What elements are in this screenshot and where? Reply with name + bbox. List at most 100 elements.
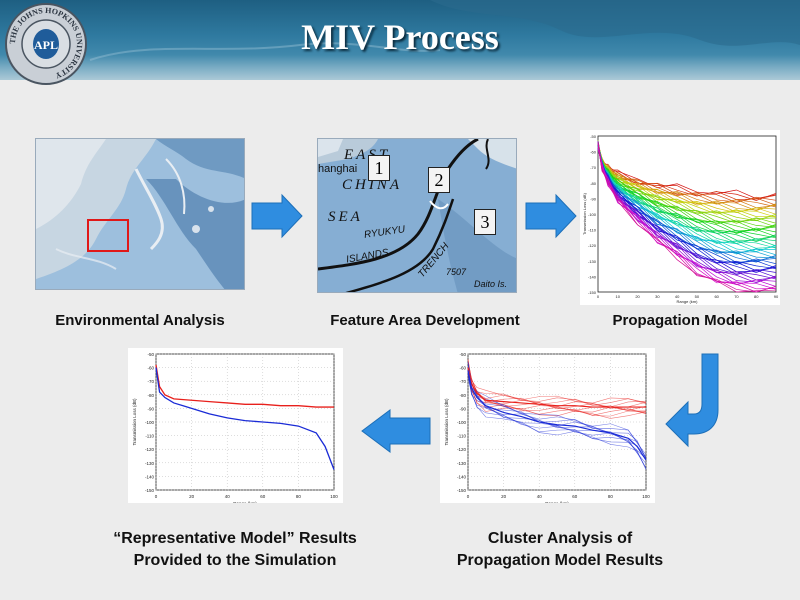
map-label-sea: SEA bbox=[328, 209, 363, 225]
environmental-map bbox=[35, 138, 245, 290]
x-axis-label: Range (km) bbox=[545, 501, 569, 503]
left-arrow-icon bbox=[361, 409, 431, 453]
y-tick-label: -80 bbox=[590, 181, 597, 186]
representative-model-plot: -50-60-70-80-90-100-110-120-130-140-1500… bbox=[132, 352, 338, 506]
x-tick-label: 100 bbox=[642, 494, 650, 499]
y-tick-label: -120 bbox=[457, 447, 467, 452]
map-label-daito: Daito Is. bbox=[474, 279, 508, 289]
x-tick-label: 50 bbox=[695, 294, 700, 299]
y-tick-label: -120 bbox=[145, 447, 155, 452]
series-line bbox=[597, 146, 777, 215]
map-label-depth: 7507 bbox=[446, 267, 467, 277]
y-tick-label: -90 bbox=[147, 406, 154, 411]
series-line bbox=[597, 142, 777, 293]
cluster-analysis-plot: -50-60-70-80-90-100-110-120-130-140-1500… bbox=[444, 352, 650, 506]
curved-down-left-arrow-icon bbox=[665, 353, 719, 448]
y-tick-label: -140 bbox=[588, 274, 597, 279]
x-tick-label: 60 bbox=[714, 294, 719, 299]
y-tick-label: -130 bbox=[457, 461, 467, 466]
y-tick-label: -150 bbox=[457, 488, 467, 493]
y-axis-label: Transmission Loss (dB) bbox=[444, 398, 449, 446]
x-tick-label: 80 bbox=[296, 494, 302, 499]
y-tick-label: -150 bbox=[145, 488, 155, 493]
x-tick-label: 20 bbox=[501, 494, 507, 499]
x-tick-label: 20 bbox=[635, 294, 640, 299]
y-tick-label: -80 bbox=[459, 393, 466, 398]
y-tick-label: -130 bbox=[588, 259, 597, 264]
y-tick-label: -50 bbox=[147, 352, 154, 357]
feature-area-highlight-box bbox=[87, 219, 129, 252]
caption-representative-model: “Representative Model” Results Provided … bbox=[60, 528, 410, 572]
x-axis-label: Range (km) bbox=[233, 501, 257, 503]
feature-area-map: EAST hanghai CHINA SEA RYUKYU ISLANDS TR… bbox=[317, 138, 517, 293]
x-tick-label: 40 bbox=[675, 294, 680, 299]
x-tick-label: 90 bbox=[774, 294, 779, 299]
banner-fade bbox=[0, 55, 800, 80]
x-tick-label: 0 bbox=[597, 294, 600, 299]
y-tick-label: -120 bbox=[588, 243, 597, 248]
y-tick-label: -60 bbox=[459, 366, 466, 371]
zone-boundary-1 bbox=[318, 139, 479, 271]
series-line-variant bbox=[467, 359, 647, 404]
series-line bbox=[597, 147, 777, 247]
y-tick-label: -50 bbox=[590, 134, 597, 139]
series-line bbox=[467, 370, 647, 461]
y-tick-label: -140 bbox=[145, 474, 155, 479]
series-line-variant bbox=[467, 362, 647, 459]
series-line bbox=[597, 145, 777, 224]
x-tick-label: 60 bbox=[572, 494, 578, 499]
y-tick-label: -90 bbox=[590, 196, 597, 201]
zone-2-label: 2 bbox=[428, 167, 450, 193]
plot-area bbox=[467, 353, 647, 491]
y-tick-label: -100 bbox=[457, 420, 467, 425]
jhu-seal-logo: THE JOHNS HOPKINS UNIVERSITY APL bbox=[5, 3, 87, 85]
series-line-variant bbox=[467, 362, 647, 455]
svg-text:APL: APL bbox=[34, 38, 58, 52]
zone-1-label: 1 bbox=[368, 155, 390, 181]
x-tick-label: 60 bbox=[260, 494, 266, 499]
banner-map-texture bbox=[89, 0, 800, 61]
right-arrow-icon bbox=[251, 193, 303, 239]
caption-propagation-model: Propagation Model bbox=[612, 312, 748, 329]
zone-boundary-2 bbox=[345, 198, 455, 292]
x-axis-label: Range (km) bbox=[677, 299, 699, 304]
y-tick-label: -100 bbox=[588, 212, 597, 217]
caption-cluster-line1: Cluster Analysis of bbox=[487, 530, 633, 547]
plot-area bbox=[597, 135, 777, 293]
y-tick-label: -150 bbox=[588, 290, 597, 295]
y-tick-label: -50 bbox=[459, 352, 466, 357]
x-tick-label: 20 bbox=[189, 494, 195, 499]
right-arrow-icon bbox=[525, 193, 577, 239]
caption-environmental-analysis: Environmental Analysis bbox=[55, 312, 225, 329]
y-tick-label: -90 bbox=[459, 406, 466, 411]
y-tick-label: -140 bbox=[457, 474, 467, 479]
series-line bbox=[597, 147, 777, 287]
y-tick-label: -100 bbox=[145, 420, 155, 425]
series-line bbox=[155, 364, 334, 408]
y-tick-label: -110 bbox=[145, 434, 154, 439]
series-line bbox=[597, 142, 777, 254]
y-tick-label: -70 bbox=[459, 379, 466, 384]
zone-3-label: 3 bbox=[474, 209, 496, 235]
map-label-china: CHINA bbox=[342, 177, 402, 193]
series-line-variant bbox=[467, 373, 647, 470]
y-tick-label: -110 bbox=[588, 228, 596, 233]
y-tick-label: -80 bbox=[147, 393, 154, 398]
caption-representative-line1: “Representative Model” Results bbox=[113, 530, 357, 547]
x-tick-label: 80 bbox=[754, 294, 759, 299]
environmental-map-image bbox=[36, 139, 244, 289]
x-tick-label: 0 bbox=[155, 494, 158, 499]
series-line bbox=[597, 146, 777, 256]
series-line bbox=[155, 367, 335, 470]
caption-cluster-analysis: Cluster Analysis of Propagation Model Re… bbox=[420, 528, 700, 572]
plot-area bbox=[155, 353, 335, 491]
map-label-shanghai: hanghai bbox=[318, 163, 358, 175]
y-tick-label: -70 bbox=[590, 165, 597, 170]
y-tick-label: -110 bbox=[457, 434, 466, 439]
x-tick-label: 70 bbox=[734, 294, 739, 299]
x-tick-label: 100 bbox=[330, 494, 338, 499]
y-tick-label: -60 bbox=[147, 366, 154, 371]
y-tick-label: -70 bbox=[147, 379, 154, 384]
